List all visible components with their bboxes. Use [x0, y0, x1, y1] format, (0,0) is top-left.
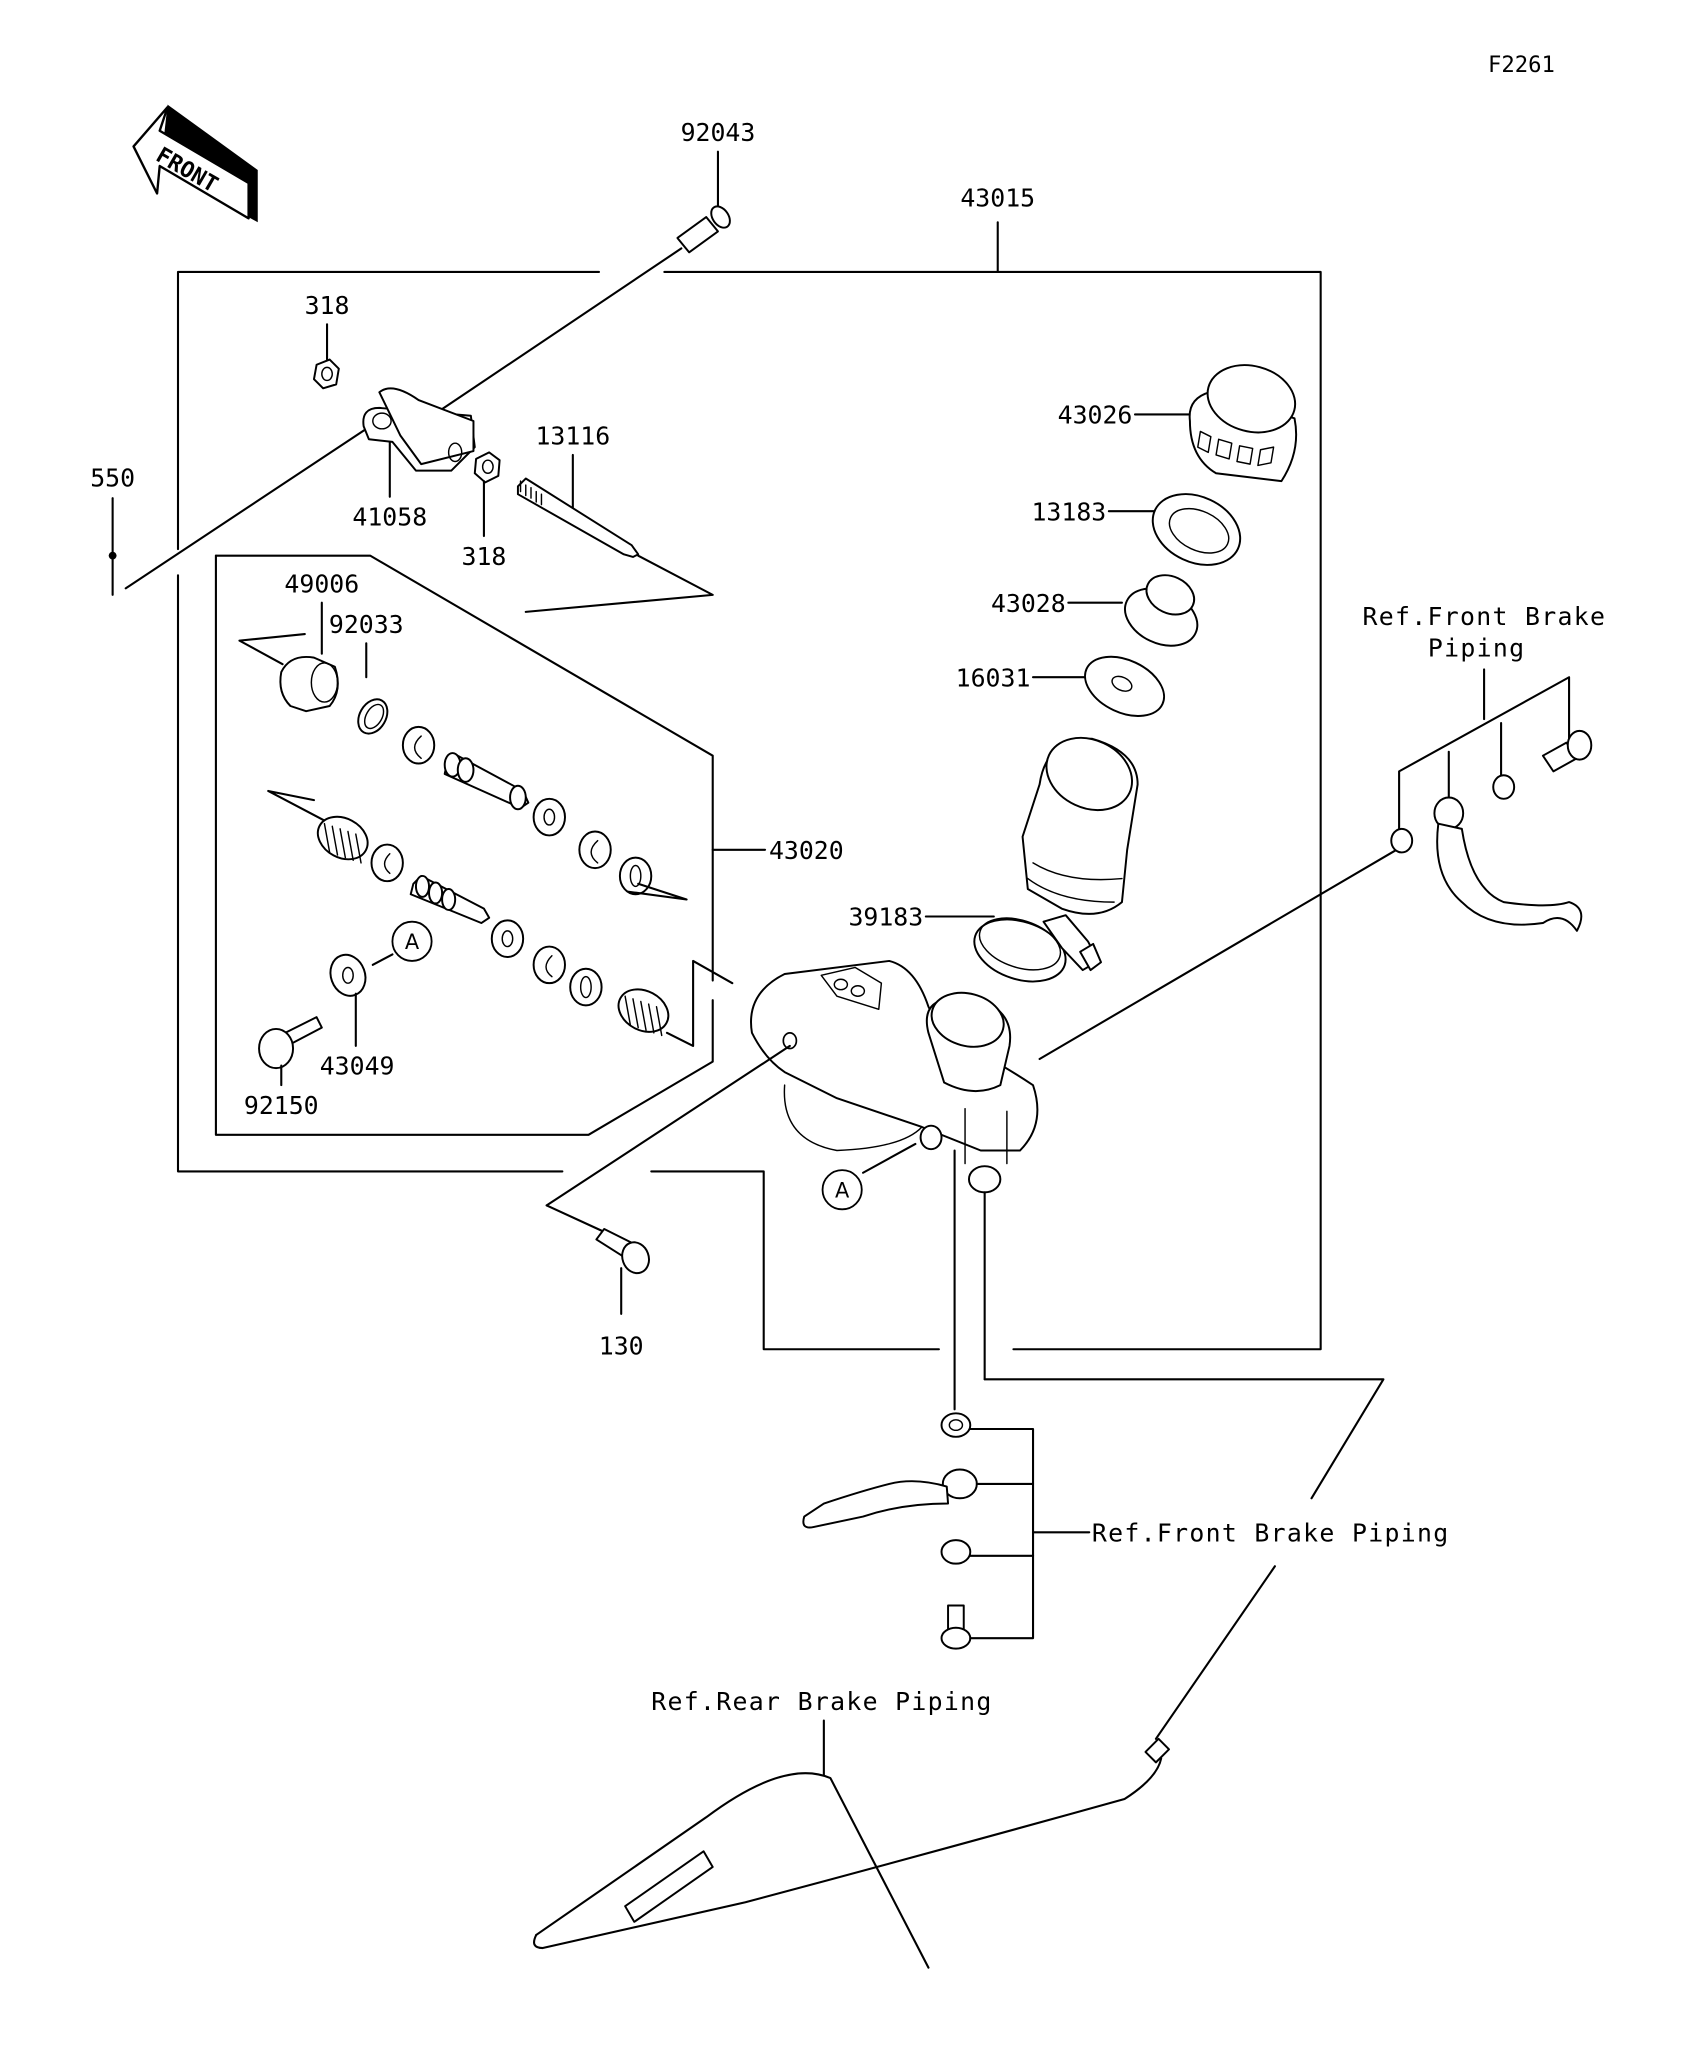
nut-318-upper [312, 358, 340, 390]
ref-front-brake-piping-lower: Ref.Front Brake Piping [1092, 1518, 1450, 1547]
nut-318-lower [473, 451, 501, 484]
banjo-lower [802, 1412, 978, 1650]
cotter-pin-550 [108, 551, 117, 596]
piston-rod [443, 752, 530, 811]
svg-text:A: A [405, 930, 420, 954]
ref-front-brake-piping-upper-line1: Ref.Front Brake [1363, 602, 1607, 631]
callout-43028: 43028 [991, 589, 1066, 618]
callout-13183: 13183 [1032, 497, 1107, 526]
callout-130: 130 [599, 1331, 644, 1360]
cup-seal-lower [370, 843, 404, 883]
rear-brake-pipe [533, 1737, 1170, 1969]
spring-lower-right [617, 988, 670, 1037]
ref-front-brake-lower-leader [969, 1427, 1091, 1640]
circlip-92033 [357, 698, 389, 735]
bolt-92150 [258, 1016, 323, 1070]
callout-39183: 39183 [848, 903, 923, 932]
front-arrow-icon: FRONT [132, 104, 258, 223]
retainer-lower [569, 967, 603, 1007]
pin-92043 [676, 205, 731, 254]
callout-49006: 49006 [284, 569, 359, 598]
callout-43026: 43026 [1058, 401, 1133, 430]
assembly-43015-frame [176, 221, 1322, 1351]
reservoir-body [1021, 736, 1139, 915]
retainer-upper [618, 856, 653, 896]
diaphragm-plate-13183 [1151, 493, 1242, 566]
svg-text:A: A [835, 1179, 850, 1203]
boot-49006 [279, 656, 339, 713]
callout-13116: 13116 [535, 422, 610, 451]
cup-seal-upper [401, 725, 436, 765]
float-16031 [1084, 655, 1166, 717]
callout-318-upper: 318 [305, 291, 350, 320]
banjo-upper [1390, 729, 1593, 932]
ref-front-brake-upper-leader [1398, 668, 1571, 838]
valve-stem [409, 874, 491, 925]
callout-43049: 43049 [320, 1052, 395, 1081]
callout-550: 550 [90, 463, 135, 492]
washer-lower [490, 919, 525, 958]
spring-lower-left [316, 815, 369, 864]
reference-marker-a-kit: A [391, 920, 433, 962]
callout-92033: 92033 [329, 610, 404, 639]
washer-43049 [329, 953, 367, 997]
master-cylinder-body [750, 959, 1039, 1194]
reference-marker-a-body: A [821, 1169, 863, 1211]
callout-41058: 41058 [352, 503, 427, 532]
callout-92150: 92150 [244, 1091, 319, 1120]
callout-318-lower: 318 [462, 542, 507, 571]
push-rod-13116 [516, 477, 640, 558]
bolt-130 [595, 1227, 650, 1275]
callout-16031: 16031 [956, 663, 1031, 692]
ref-front-brake-piping-upper-line2: Piping [1428, 633, 1526, 662]
callout-43020: 43020 [769, 836, 844, 865]
callout-43015: 43015 [960, 184, 1035, 213]
hose-clamp-39183 [973, 914, 1103, 983]
clevis-41058 [362, 387, 476, 472]
seal-upper [578, 830, 612, 870]
seal-lower [532, 945, 566, 985]
ref-rear-brake-piping: Ref.Rear Brake Piping [651, 1687, 992, 1716]
figure-id: F2261 [1488, 52, 1555, 78]
reservoir-cap-43026 [1188, 364, 1298, 483]
diaphragm-43028 [1124, 574, 1199, 647]
washer-upper [532, 797, 566, 837]
callout-92043: 92043 [681, 118, 756, 147]
